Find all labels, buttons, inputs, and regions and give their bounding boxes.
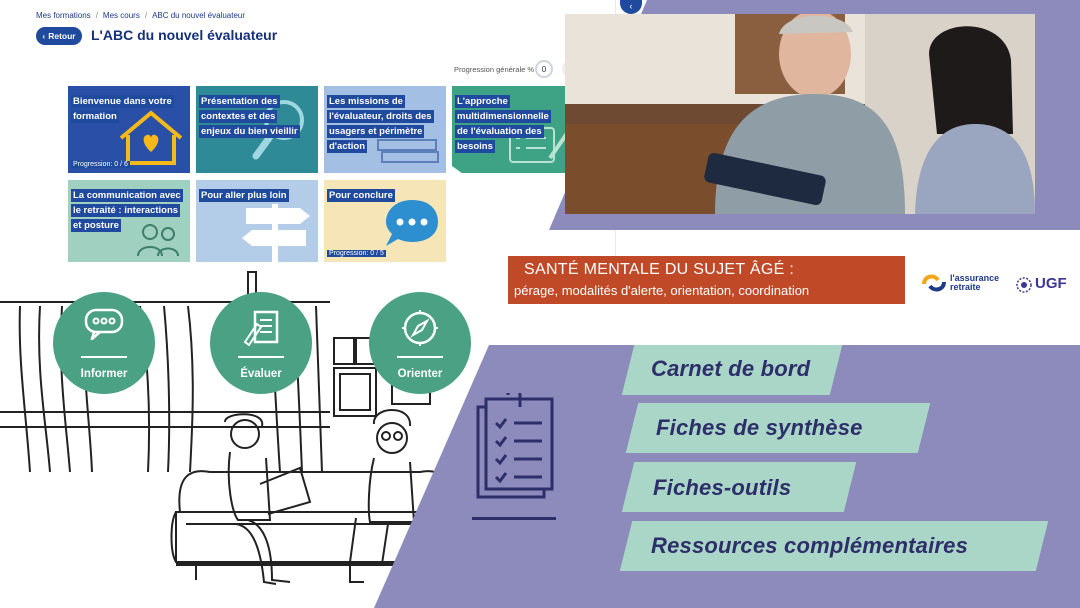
resource-label-ressources: Ressources complémentaires bbox=[651, 533, 969, 558]
module-card-further[interactable]: Pour aller plus loin bbox=[196, 180, 318, 262]
module-card-communication[interactable]: La communication avec le retraité : inter… bbox=[68, 180, 190, 262]
badge-orienter: Orienter bbox=[369, 292, 471, 394]
back-button-label: Retour bbox=[48, 31, 76, 41]
module-card-conclusion[interactable]: Pour conclure Progression: 0 / 5 bbox=[324, 180, 446, 262]
logo-text-line2: retraite bbox=[950, 282, 981, 292]
breadcrumb: Mes formations/Mes cours/ABC du nouvel é… bbox=[36, 11, 246, 20]
badge-evaluer: Évaluer bbox=[210, 292, 312, 394]
module-card-title: besoins bbox=[455, 140, 495, 153]
clipboard-checklist-icon bbox=[472, 393, 556, 520]
module-card-title: le retraité : interactions bbox=[71, 204, 181, 217]
overall-progress-value: 0 bbox=[535, 60, 553, 78]
module-card-title: La communication avec bbox=[71, 189, 183, 202]
module-card-welcome[interactable]: Bienvenue dans votre formation Progressio… bbox=[68, 86, 190, 173]
back-button[interactable]: ‹ Retour bbox=[36, 27, 82, 45]
compass-icon bbox=[402, 310, 438, 346]
speech-bubble-icon bbox=[84, 308, 124, 340]
module-card-title: Les missions de bbox=[327, 95, 405, 108]
module-card-title: usagers et périmètre bbox=[327, 125, 425, 138]
module-card-missions[interactable]: Les missions de l'évaluateur, droits des u… bbox=[324, 86, 446, 173]
page-title: L'ABC du nouvel évaluateur bbox=[91, 27, 278, 43]
module-card-title: et posture bbox=[71, 219, 121, 232]
breadcrumb-item-cours[interactable]: Mes cours bbox=[102, 11, 140, 20]
pen-document-icon bbox=[243, 310, 279, 347]
collapse-button[interactable]: ‹ bbox=[620, 0, 642, 14]
module-card-title: Bienvenue dans votre bbox=[71, 95, 174, 108]
module-card-title: L'approche bbox=[455, 95, 510, 108]
module-card-title: Présentation des bbox=[199, 95, 280, 108]
ugf-emblem-icon bbox=[1016, 277, 1032, 293]
living-room-illustration bbox=[0, 271, 458, 585]
resource-label-carnet: Carnet de bord bbox=[651, 356, 811, 381]
module-card-title: d'action bbox=[327, 140, 368, 153]
title-banner: SANTÉ MENTALE DU SUJET ÂGÉ : pérage, mod… bbox=[508, 256, 905, 304]
banner-subtitle: pérage, modalités d'alerte, orientation,… bbox=[514, 283, 810, 298]
module-card-title: Pour aller plus loin bbox=[199, 189, 289, 202]
illustration-scene: Informer Évaluer Orienter bbox=[0, 262, 560, 608]
badge-informer: Informer bbox=[53, 292, 155, 394]
breadcrumb-item-current: ABC du nouvel évaluateur bbox=[152, 11, 246, 20]
module-card-title: enjeux du bien vieillir bbox=[199, 125, 300, 138]
signpost-icon bbox=[242, 204, 310, 262]
module-card-title: formation bbox=[71, 110, 119, 123]
module-card-title: de l'évaluation des bbox=[455, 125, 544, 138]
ugf-logo: UGF bbox=[1015, 273, 1067, 297]
module-card-approach[interactable]: L'approche multidimensionnelle de l'évalua… bbox=[452, 86, 574, 173]
module-progress: Progression: 0 / 5 bbox=[327, 250, 386, 257]
resource-label-fiches-synthese: Fiches de synthèse bbox=[656, 415, 863, 440]
module-card-title: contextes et des bbox=[199, 110, 278, 123]
module-card-contexts[interactable]: Présentation des contextes et des enjeux d… bbox=[196, 86, 318, 173]
badge-label: Informer bbox=[80, 368, 128, 380]
photo-senior-and-evaluator bbox=[565, 14, 1035, 214]
module-card-title: l'évaluateur, droits des bbox=[327, 110, 434, 123]
module-progress: Progression: 0 / 6 bbox=[71, 161, 130, 168]
chevron-left-icon: ‹ bbox=[42, 31, 46, 41]
module-card-title: multidimensionnelle bbox=[455, 110, 551, 123]
ugf-logo-text: UGF bbox=[1035, 275, 1067, 292]
house-heart-icon bbox=[119, 110, 183, 165]
assurance-retraite-emblem-icon bbox=[922, 274, 946, 292]
resource-label-fiches-outils: Fiches-outils bbox=[653, 475, 792, 500]
overall-progress-label: Progression générale % bbox=[454, 65, 535, 74]
course-panel: Mes formations/Mes cours/ABC du nouvel é… bbox=[0, 0, 616, 262]
chat-bubble-icon bbox=[386, 200, 438, 246]
badge-label: Orienter bbox=[397, 368, 443, 380]
breadcrumb-item-formations[interactable]: Mes formations bbox=[36, 11, 91, 20]
badge-label: Évaluer bbox=[240, 368, 282, 380]
module-card-title: Pour conclure bbox=[327, 189, 395, 202]
people-icon bbox=[137, 224, 179, 257]
banner-title: SANTÉ MENTALE DU SUJET ÂGÉ : bbox=[524, 261, 795, 278]
logo-text-line1: l'assurance bbox=[950, 273, 1000, 283]
